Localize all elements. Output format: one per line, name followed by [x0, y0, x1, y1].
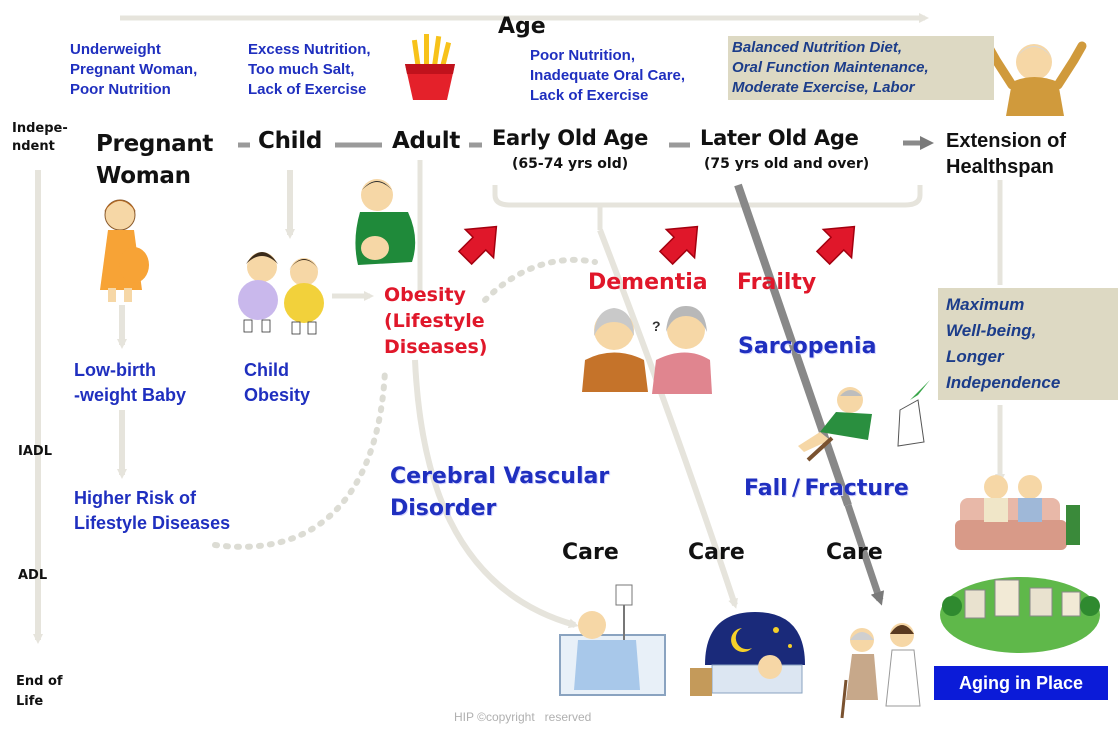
note-pregnancy: Underweight Pregnant Woman, Poor Nutriti…: [70, 41, 198, 98]
stage-later-old-sub: (75 yrs old and over): [704, 156, 870, 172]
question-mark: ?: [652, 318, 661, 334]
age-label: Age: [498, 14, 546, 39]
hospital-bed-icon: [559, 584, 666, 696]
note-adult: Poor Nutrition, Inadequate Oral Care, La…: [530, 47, 686, 104]
note-child: Excess Nutrition, Too much Salt, Lack of…: [248, 41, 371, 98]
copyright-notice: HIP ©copyright reserved: [454, 710, 592, 724]
outcome-cerebral: Cerebral Vascular Disorder: [390, 464, 610, 521]
care-label-1: Care: [562, 540, 619, 565]
outcome-child-obesity: Child Obesity: [244, 360, 311, 405]
note-healthy-box: Balanced Nutrition Diet, Oral Function M…: [728, 36, 994, 100]
elderly-couple-icon: [582, 306, 712, 394]
outcome-obesity: Obesity (Lifestyle Diseases): [384, 284, 488, 358]
outcome-frailty: Frailty: [737, 270, 817, 295]
outcome-dementia: Dementia: [588, 270, 708, 295]
stage-pregnant: Pregnant Woman: [96, 131, 214, 189]
sleeping-night-icon: [690, 612, 805, 696]
care-label-3: Care: [826, 540, 883, 565]
aging-in-place-badge: Aging in Place: [934, 666, 1108, 700]
outcome-sarcopenia: Sarcopenia: [738, 334, 877, 359]
stage-early-old-sub: (65-74 yrs old): [512, 156, 629, 172]
outcome-low-birth: Low-birth -weight Baby: [74, 360, 187, 405]
cheering-elder-icon: [983, 41, 1087, 116]
axis-adl: ADL: [18, 568, 48, 583]
fries-icon: [405, 34, 455, 100]
town-icon: [940, 577, 1100, 653]
falling-person-icon: [798, 380, 930, 462]
red-arrow-obesity: [457, 225, 498, 266]
stage-child: Child: [258, 128, 322, 154]
axis-end-of-life: End of Life: [16, 674, 63, 709]
stage-extension: Extension of Healthspan: [946, 130, 1067, 178]
pregnant-woman-icon: [100, 199, 149, 302]
stage-later-old: Later Old Age: [700, 126, 859, 150]
axis-iadl: IADL: [18, 444, 52, 459]
overweight-man-icon: [355, 179, 416, 265]
stage-early-old: Early Old Age: [492, 126, 649, 150]
red-arrow-dementia: [658, 225, 699, 266]
wellbeing-box: Maximum Well-being, Longer Independence: [938, 288, 1118, 400]
caregiver-icon: [840, 623, 921, 719]
children-icon: [238, 252, 324, 335]
care-label-2: Care: [688, 540, 745, 565]
couple-sofa-icon: [955, 475, 1080, 550]
outcome-fall-fracture: Fall / Fracture: [744, 476, 909, 501]
axis-independent: Indepe- ndent: [12, 121, 68, 154]
stage-adult: Adult: [392, 128, 461, 154]
red-arrow-frailty: [815, 225, 856, 266]
outcome-higher-risk: Higher Risk of Lifestyle Diseases: [74, 488, 231, 533]
